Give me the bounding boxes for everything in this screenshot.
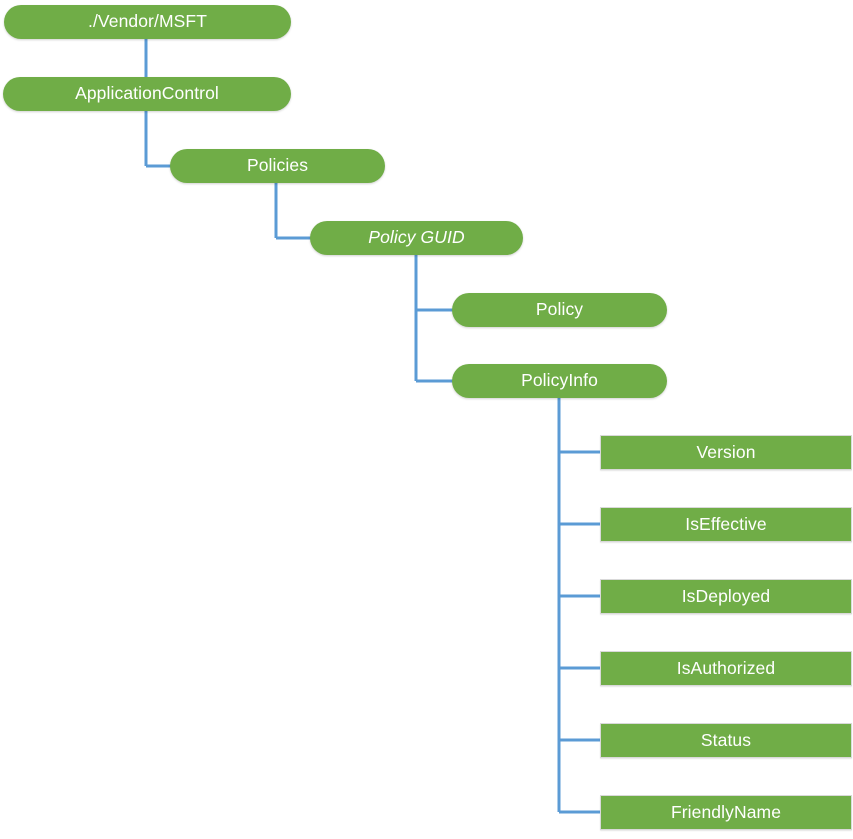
node-policy-guid[interactable]: Policy GUID [310,221,523,255]
node-policy-info[interactable]: PolicyInfo [452,364,667,398]
node-label-friendly-name: FriendlyName [670,801,782,822]
node-label-is-deployed: IsDeployed [681,585,771,606]
node-version[interactable]: Version [600,435,852,470]
node-label-policy: Policy [535,299,584,320]
node-vendor-msft[interactable]: ./Vendor/MSFT [4,5,291,39]
node-status[interactable]: Status [600,723,852,758]
node-is-authorized[interactable]: IsAuthorized [600,651,852,686]
node-application-control[interactable]: ApplicationControl [3,77,291,111]
node-label-application-control: ApplicationControl [75,83,219,104]
node-label-policies: Policies [246,155,309,176]
node-policies[interactable]: Policies [170,149,385,183]
node-label-is-effective: IsEffective [685,513,767,534]
node-label-status: Status [700,729,752,750]
node-label-policy-info: PolicyInfo [521,370,598,391]
node-is-effective[interactable]: IsEffective [600,507,852,542]
node-label-vendor-msft: ./Vendor/MSFT [88,11,207,32]
node-is-deployed[interactable]: IsDeployed [600,579,852,614]
node-label-is-authorized: IsAuthorized [676,657,776,678]
node-friendly-name[interactable]: FriendlyName [600,795,852,830]
node-label-policy-guid: Policy GUID [368,227,465,248]
node-policy[interactable]: Policy [452,293,667,327]
node-label-version: Version [696,441,756,462]
